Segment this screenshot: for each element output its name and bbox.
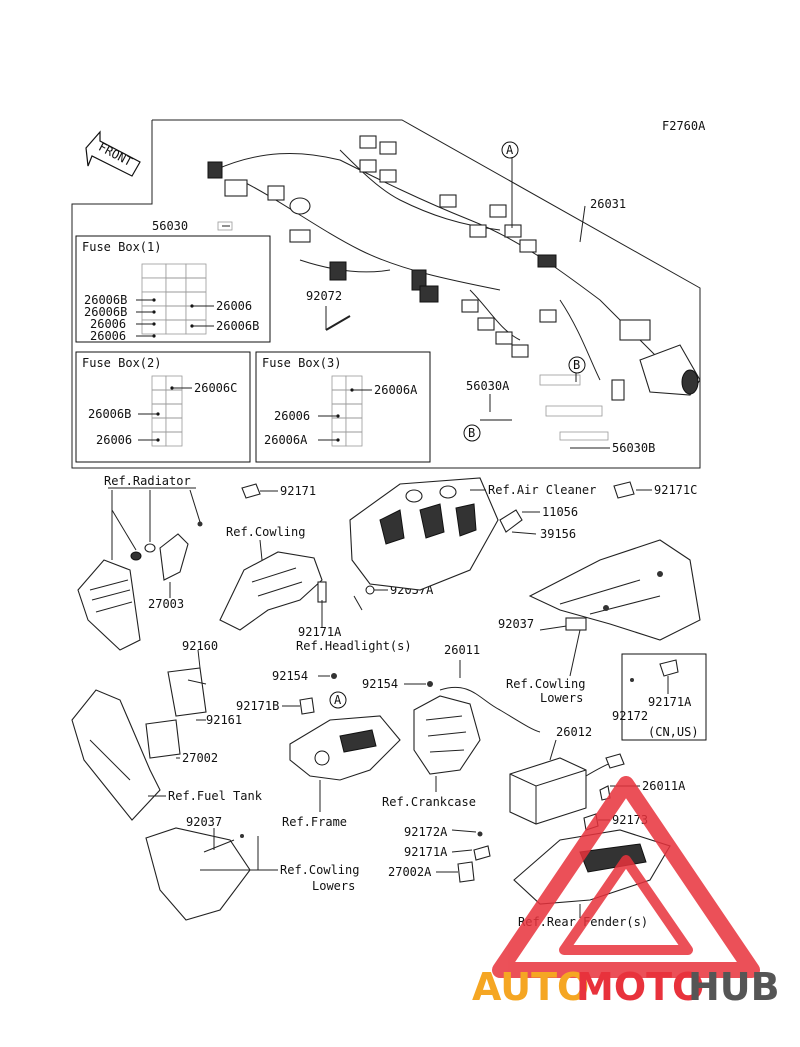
clip-92171: [241, 483, 278, 499]
label-26012: 26012: [556, 725, 592, 739]
frame-part: [289, 715, 401, 812]
callout-a-top: A: [501, 141, 519, 159]
label-56030A: 56030A: [466, 379, 510, 393]
fuse-box-3: Fuse Box(3) 26006A 26006 26006A: [255, 351, 431, 463]
label-92154-b: 92154: [362, 677, 398, 691]
label-ref-cowling-lowers-right-2: Lowers: [540, 691, 583, 705]
label-92171C: 92171C: [654, 483, 697, 497]
label-92161: 92161: [206, 713, 242, 727]
clip-92171C: [613, 481, 652, 499]
svg-text:A: A: [334, 693, 342, 707]
label-92172A: 92172A: [404, 825, 448, 839]
svg-text:AUTO: AUTO: [472, 965, 589, 1009]
radiator-assembly: [77, 487, 203, 651]
label-ref-headlight: Ref.Headlight(s): [296, 639, 412, 653]
label-ref-crankcase: Ref.Crankcase: [382, 795, 476, 809]
cowling-bracket: [219, 539, 327, 631]
crankcase-part: [413, 695, 481, 792]
label-92037-bottom: 92037: [186, 815, 222, 829]
label-cn-us: (CN,US): [648, 725, 699, 739]
label-ref-air-cleaner: Ref.Air Cleaner: [488, 483, 596, 497]
svg-text:26006B: 26006B: [88, 407, 131, 421]
fuse-box-1-title: Fuse Box(1): [82, 240, 161, 254]
label-92171A-top: 92171A: [298, 625, 342, 639]
label-92154-a: 92154: [272, 669, 308, 683]
front-arrow-icon: FRONT: [85, 130, 141, 177]
harness-26011: [439, 660, 541, 733]
label-ref-cowling-lowers-bottom-2: Lowers: [312, 879, 355, 893]
label-92037-right: 92037: [498, 617, 534, 631]
label-27002: 27002: [182, 751, 218, 765]
label-56030B: 56030B: [612, 441, 655, 455]
bolt-92037A: [353, 585, 388, 611]
svg-text:B: B: [573, 358, 580, 372]
svg-text:26006: 26006: [274, 409, 310, 423]
label-92171: 92171: [280, 484, 316, 498]
label-27002A: 27002A: [388, 865, 432, 879]
cowling-lowers-bottom: [145, 827, 278, 921]
fuse-box-3-title: Fuse Box(3): [262, 356, 341, 370]
watermark-text: AUTO MOTO HUB: [472, 965, 780, 1009]
svg-text:MOTO: MOTO: [576, 965, 704, 1009]
label-26031: 26031: [590, 197, 626, 211]
label-39156: 39156: [540, 527, 576, 541]
watermark-logo: [492, 776, 760, 978]
svg-text:26006: 26006: [90, 329, 126, 343]
label-26011A: 26011A: [642, 779, 686, 793]
main-harness-drawing: [207, 135, 701, 441]
label-ref-frame: Ref.Frame: [282, 815, 347, 829]
label-92171B: 92171B: [236, 699, 279, 713]
svg-text:26006A: 26006A: [264, 433, 308, 447]
label-ref-cowling-lowers-right-1: Ref.Cowling: [506, 677, 585, 691]
label-92072: 92072: [306, 289, 342, 303]
clip-92171B: [282, 697, 315, 715]
svg-text:26006: 26006: [96, 433, 132, 447]
label-26011: 26011: [444, 643, 480, 657]
callout-b-right: B: [568, 356, 586, 374]
label-ref-cowling-lowers-bottom-1: Ref.Cowling: [280, 863, 359, 877]
fuse-box-1: Fuse Box(1) 26006B 26006B 26006 26006 26…: [75, 235, 271, 343]
label-56030: 56030: [152, 219, 188, 233]
fuse-box-2-title: Fuse Box(2): [82, 356, 161, 370]
label-92171A-right: 92171A: [648, 695, 692, 709]
ecu-assembly: [145, 649, 207, 759]
label-11056: 11056: [542, 505, 578, 519]
label-ref-radiator: Ref.Radiator: [104, 474, 191, 488]
callout-a-frame: A: [329, 691, 347, 709]
svg-text:HUB: HUB: [688, 965, 780, 1009]
cn-us-detail-box: [621, 653, 707, 741]
svg-text:26006B: 26006B: [216, 319, 259, 333]
cowling-lowers-right: [528, 539, 701, 677]
fuel-tank-bracket: [71, 689, 166, 821]
bolts-92154: [318, 673, 433, 687]
label-27003: 27003: [148, 597, 184, 611]
callout-b-left: B: [463, 424, 481, 442]
fuse-box-2: Fuse Box(2) 26006C 26006B 26006: [75, 351, 251, 463]
label-92160: 92160: [182, 639, 218, 653]
svg-text:26006: 26006: [216, 299, 252, 313]
label-ref-fuel-tank: Ref.Fuel Tank: [168, 789, 263, 803]
svg-text:26006C: 26006C: [194, 381, 237, 395]
svg-text:26006B: 26006B: [84, 293, 127, 307]
svg-text:A: A: [506, 143, 514, 157]
harness-frame: [71, 119, 701, 469]
svg-text:26006A: 26006A: [374, 383, 418, 397]
figure-code: F2760A: [662, 119, 706, 133]
label-92171A-bottom: 92171A: [404, 845, 448, 859]
svg-text:B: B: [468, 426, 475, 440]
svg-text:26006B: 26006B: [84, 305, 127, 319]
label-ref-cowling: Ref.Cowling: [226, 525, 305, 539]
svg-text:26006: 26006: [90, 317, 126, 331]
air-cleaner: [349, 477, 540, 591]
label-92172-right: 92172: [612, 709, 648, 723]
